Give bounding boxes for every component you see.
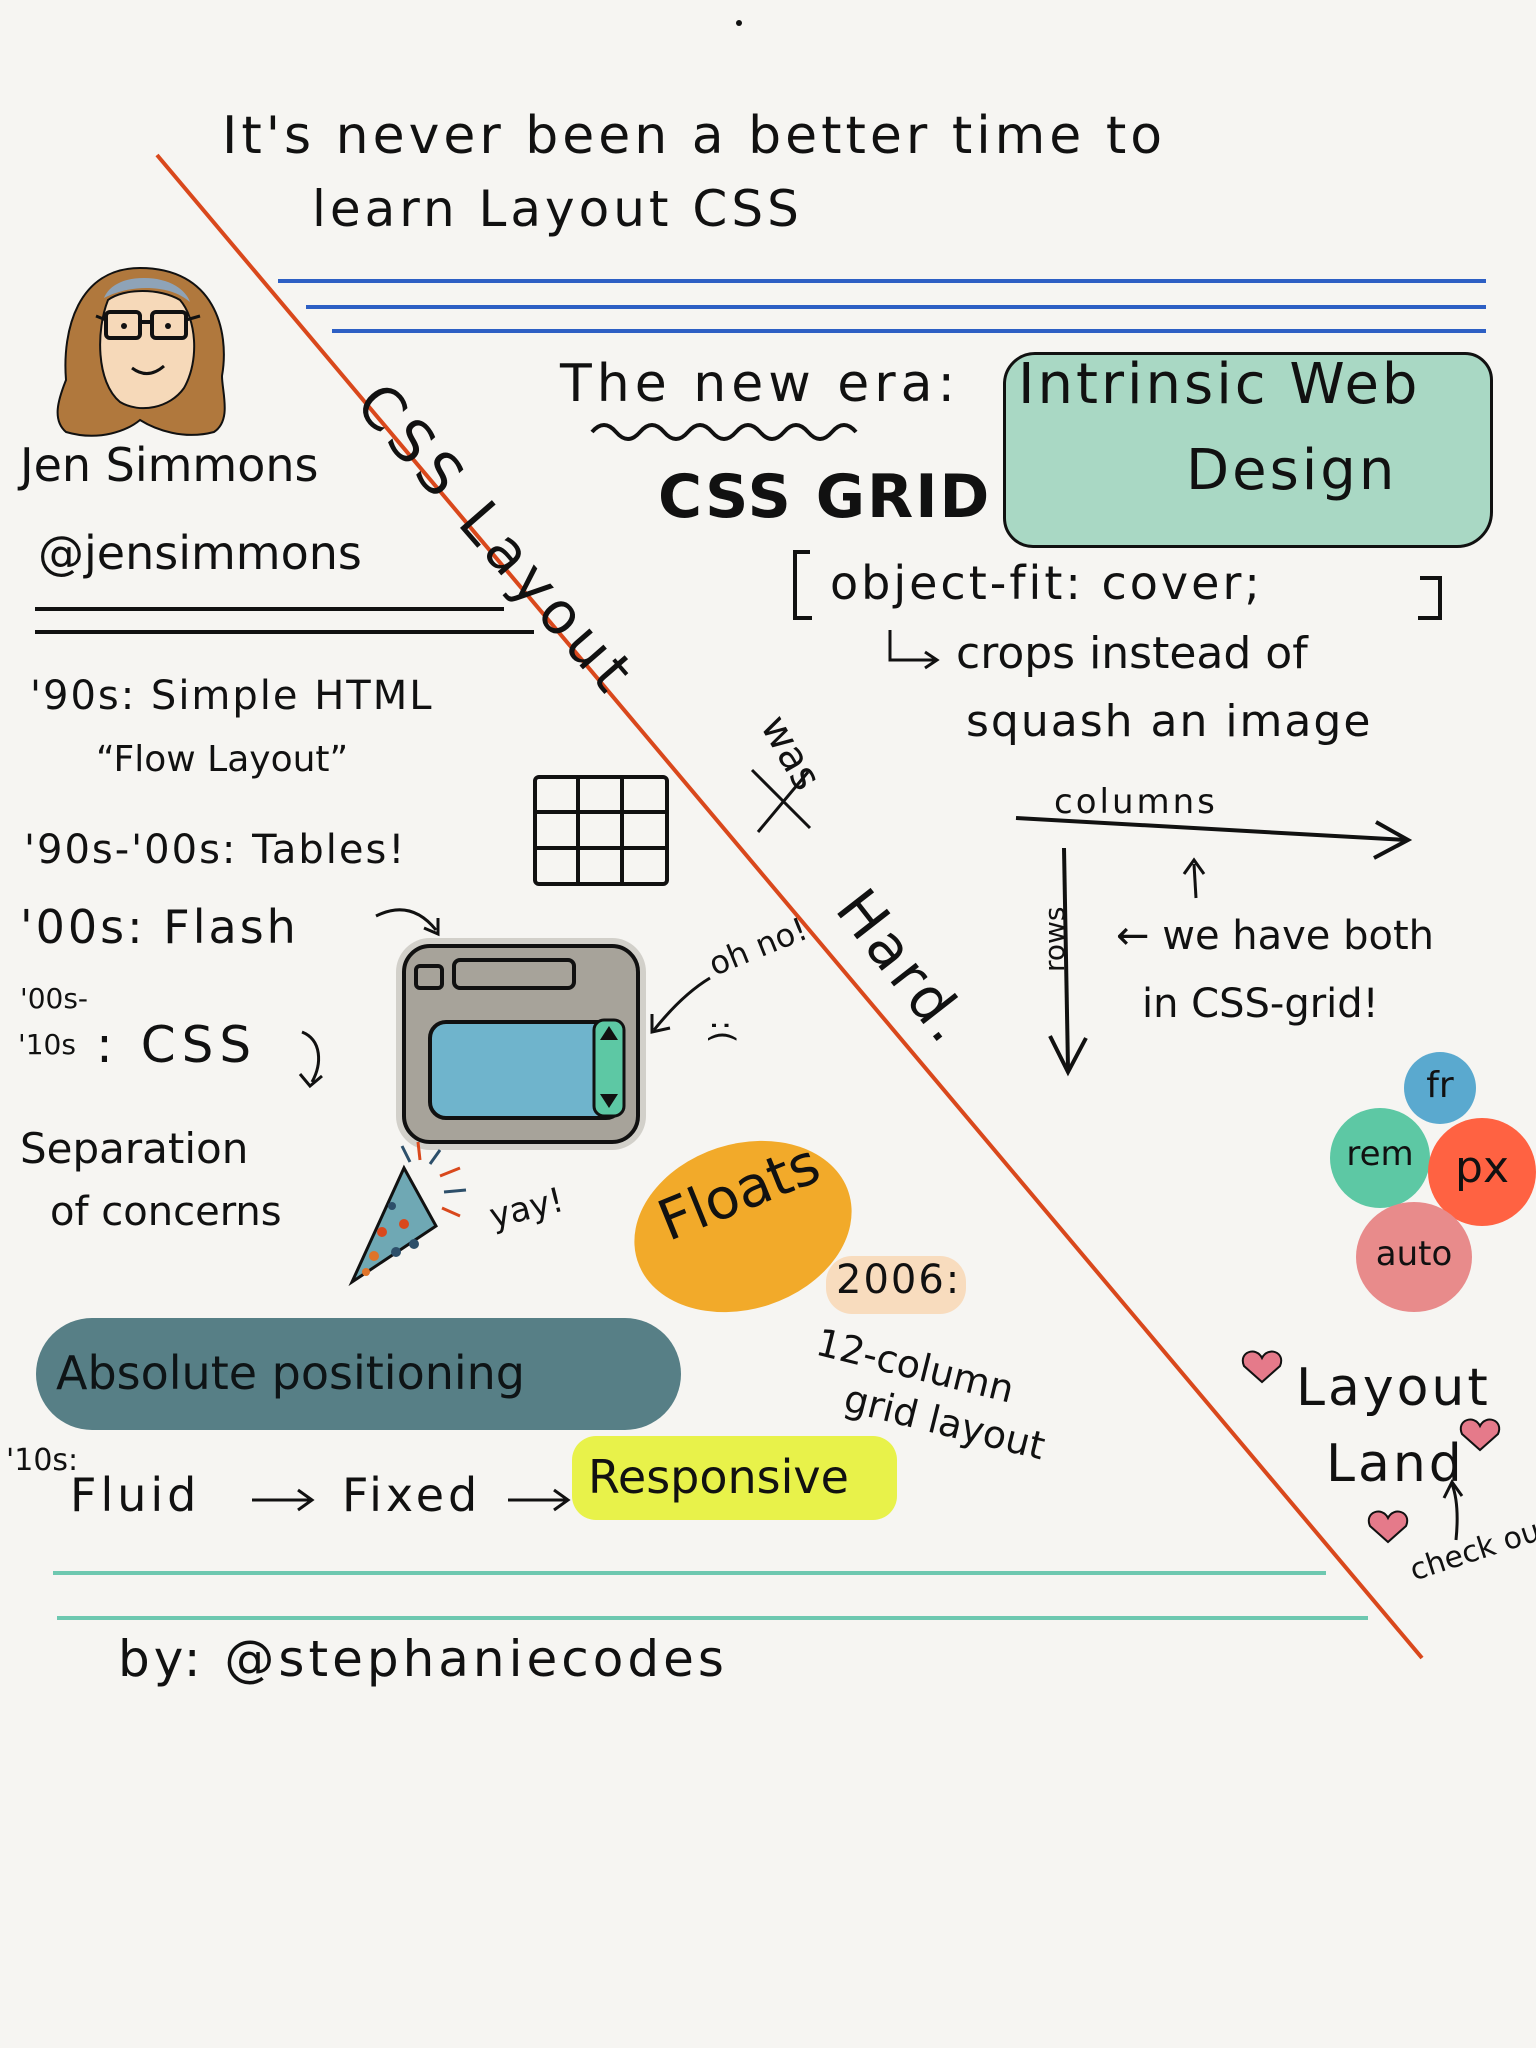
layout-land-line-1: Layout: [1296, 1358, 1491, 1418]
auto-circle: [1356, 1202, 1472, 1312]
bracket-left: [793, 550, 812, 620]
rows-arrow: [1062, 847, 1070, 1069]
era-css-label: : CSS: [96, 1016, 258, 1074]
rem-circle: [1330, 1108, 1430, 1208]
title-line-1: It's never been a better time to: [222, 106, 1167, 166]
crops-line-2: squash an image: [966, 696, 1373, 747]
heart-icon: [1459, 1418, 1501, 1452]
heart-icon: [1241, 1350, 1283, 1384]
oh-no-face: :(: [704, 1020, 742, 1044]
fixed-label: Fixed: [342, 1468, 482, 1522]
crossed-word: [750, 768, 812, 833]
responsive-label: Responsive: [588, 1450, 849, 1504]
up-arrow: [1192, 863, 1198, 899]
absolute-highlight: [36, 1318, 681, 1430]
intrinsic-line-1: Intrinsic Web: [1018, 352, 1421, 417]
crops-line-1: crops instead of: [956, 628, 1308, 679]
speaker-avatar: [56, 266, 226, 437]
layout-land-arrow: [1450, 1483, 1459, 1541]
year-2006: 2006:: [836, 1257, 962, 1303]
flow-arrows: [252, 1488, 571, 1512]
era-css-bottom: '10s: [18, 1028, 76, 1061]
both-line-1: ← we have both: [1116, 913, 1435, 959]
flash-arrow: [375, 908, 438, 931]
css-grid-heading: CSS GRID: [658, 462, 992, 532]
bracket-right: [1418, 576, 1442, 620]
diagonal-divider: [155, 153, 1424, 1660]
era-css-top: '00s-: [20, 982, 89, 1015]
crops-arrow: [888, 630, 935, 662]
era-tens: '10s:: [6, 1443, 79, 1478]
party-popper: [348, 1141, 467, 1287]
oh-no-arrow: [652, 976, 711, 1031]
absolute-label: Absolute positioning: [56, 1346, 526, 1400]
speaker-handle: @jensimmons: [38, 526, 362, 580]
responsive-highlight: [572, 1436, 897, 1520]
byline: by: @stephaniecodes: [118, 1630, 728, 1688]
stray-dot: [736, 20, 742, 26]
era-flow-layout: “Flow Layout”: [96, 739, 349, 780]
separation-line-1: Separation: [20, 1124, 249, 1173]
heart-icon: [1367, 1510, 1409, 1544]
era-nineties: '90s: Simple HTML: [30, 673, 434, 719]
columns-arrow: [1015, 816, 1407, 842]
new-era-label: The new era:: [560, 354, 961, 414]
flash-device: [396, 938, 646, 1150]
columns-label: columns: [1054, 782, 1218, 822]
fluid-label: Fluid: [70, 1468, 201, 1522]
separation-line-2: of concerns: [50, 1189, 282, 1235]
unit-px: px: [1455, 1142, 1509, 1193]
table-sketch: [533, 775, 669, 886]
unit-auto: auto: [1375, 1234, 1453, 1274]
intrinsic-line-2: Design: [1186, 438, 1398, 503]
object-fit-code: object-fit: cover;: [830, 556, 1263, 610]
speaker-name: Jen Simmons: [20, 438, 319, 492]
px-circle: [1428, 1118, 1536, 1226]
title-line-2: learn Layout CSS: [312, 180, 803, 238]
fr-circle: [1404, 1052, 1476, 1124]
rows-label: rows: [1038, 906, 1071, 972]
wavy-underline: [590, 423, 858, 441]
both-line-2: in CSS-grid!: [1142, 981, 1379, 1027]
css-arrow: [301, 1030, 321, 1083]
era-tables: '90s-'00s: Tables!: [24, 827, 407, 873]
intrinsic-highlight: [1003, 352, 1493, 548]
layout-land-line-2: Land: [1326, 1434, 1465, 1494]
year-highlight: [826, 1256, 966, 1314]
unit-fr: fr: [1426, 1065, 1454, 1106]
era-flash: '00s: Flash: [20, 900, 299, 954]
unit-rem: rem: [1346, 1134, 1414, 1174]
